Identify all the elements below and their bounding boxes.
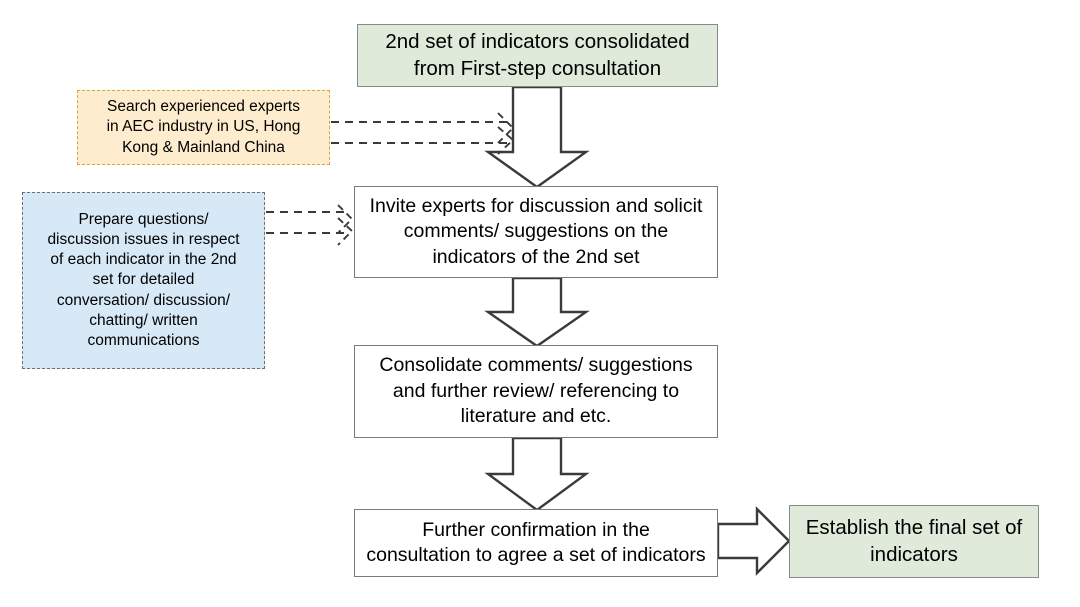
node-establish-final-set[interactable]: Establish the final set of indicators — [789, 505, 1039, 578]
node-further-confirmation-label: Further confirmation in the consultation… — [366, 518, 706, 566]
block-arrow-right-confirm-to-final — [716, 506, 791, 576]
node-establish-final-set-label: Establish the final set of indicators — [805, 515, 1023, 566]
block-arrow-down-invite-to-consolidate — [484, 276, 590, 348]
node-consolidate-comments[interactable]: Consolidate comments/ suggestions and fu… — [354, 345, 718, 438]
block-arrow-down-consolidate-to-confirm — [484, 436, 590, 512]
node-invite-experts[interactable]: Invite experts for discussion and solici… — [354, 186, 718, 278]
note-search-experienced-experts-label: Search experienced experts in AEC indust… — [106, 98, 301, 156]
note-prepare-questions-label: Prepare questions/ discussion issues in … — [47, 211, 240, 349]
dashed-arrow-experts-note — [331, 112, 515, 155]
block-arrow-down-start-to-invite — [484, 85, 590, 189]
note-prepare-questions[interactable]: Prepare questions/ discussion issues in … — [22, 192, 265, 369]
note-search-experienced-experts[interactable]: Search experienced experts in AEC indust… — [77, 90, 330, 165]
node-invite-experts-label: Invite experts for discussion and solici… — [369, 194, 703, 268]
node-further-confirmation[interactable]: Further confirmation in the consultation… — [354, 509, 718, 577]
node-second-set-of-indicators[interactable]: 2nd set of indicators consolidated from … — [357, 24, 718, 87]
node-consolidate-comments-label: Consolidate comments/ suggestions and fu… — [379, 354, 693, 428]
node-second-set-of-indicators-label: 2nd set of indicators consolidated from … — [385, 29, 690, 80]
dashed-arrow-questions-note — [266, 204, 354, 246]
